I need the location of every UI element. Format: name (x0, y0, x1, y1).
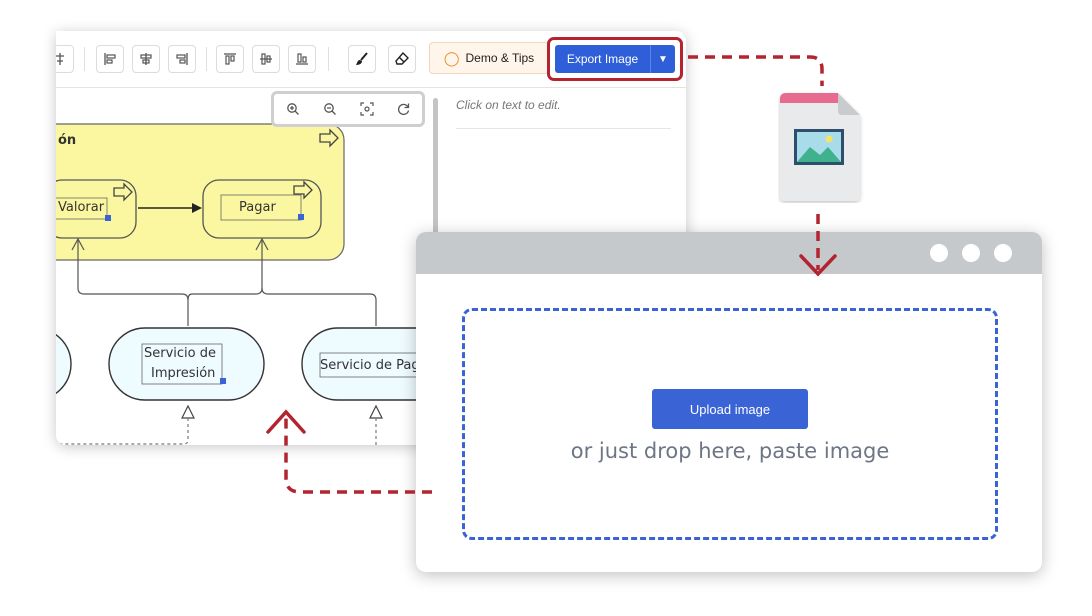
diagram-drawing (56, 123, 432, 445)
process-valorar-label[interactable]: Valorar (58, 200, 105, 215)
zoom-out-button[interactable] (316, 97, 344, 121)
zoom-in-button[interactable] (279, 97, 307, 121)
reset-zoom-button[interactable] (390, 97, 418, 121)
fit-screen-button[interactable] (353, 97, 381, 121)
upload-browser-window: Upload image or just drop here, paste im… (416, 232, 1042, 572)
process-arrow-icon (293, 180, 313, 200)
panel-divider (456, 128, 671, 129)
service-impresion-label-1[interactable]: Servicio de (144, 346, 216, 361)
bulb-icon: ◯ (443, 50, 460, 66)
service-impresion-label-2[interactable]: Impresión (151, 366, 216, 381)
align-tool-button[interactable] (56, 45, 74, 73)
drop-hint-text: or just drop here, paste image (570, 439, 890, 463)
scroll-thumb[interactable] (433, 98, 438, 248)
window-dot-3 (994, 244, 1012, 262)
align-right-icon (176, 53, 188, 65)
process-pagar-label[interactable]: Pagar (239, 200, 276, 215)
zoom-out-icon (323, 103, 336, 115)
align-center-icon (140, 53, 152, 65)
brush-icon (356, 52, 368, 65)
service-pago-shape (301, 327, 432, 401)
browser-titlebar (416, 232, 1042, 274)
image-drop-zone[interactable]: Upload image or just drop here, paste im… (462, 308, 998, 540)
align-middle-button[interactable] (252, 45, 280, 73)
edit-hint: Click on text to edit. (456, 98, 561, 112)
export-image-label: Export Image (566, 52, 639, 66)
window-dot-2 (962, 244, 980, 262)
eraser-icon (395, 51, 409, 65)
align-center-button[interactable] (132, 45, 160, 73)
caret-down-icon[interactable]: ▼ (658, 53, 668, 65)
export-highlight: Export Image ▼ (547, 37, 683, 81)
diagram-editor: ◯ Demo & Tips Export Image ▼ (56, 31, 686, 445)
upload-image-button[interactable]: Upload image (652, 389, 808, 429)
align-middle-icon (260, 53, 272, 65)
window-dot-1 (930, 244, 948, 262)
demo-tips-button[interactable]: ◯ Demo & Tips (429, 42, 549, 74)
service-pago-label[interactable]: Servicio de Pag (320, 358, 420, 373)
eraser-button[interactable] (388, 45, 416, 73)
align-top-icon (224, 53, 236, 65)
align-bottom-button[interactable] (288, 45, 316, 73)
demo-tips-label: Demo & Tips (465, 51, 535, 65)
diagram-canvas[interactable]: ón Valorar Pagar Servicio de Impresión S… (56, 88, 432, 445)
align-right-button[interactable] (168, 45, 196, 73)
brush-button[interactable] (348, 45, 376, 73)
process-valorar-shape (56, 179, 137, 239)
zoom-controls (271, 91, 425, 127)
align-icon (56, 53, 64, 65)
export-image-button[interactable]: Export Image ▼ (555, 45, 675, 73)
container-label[interactable]: ón (58, 133, 77, 148)
align-left-button[interactable] (96, 45, 124, 73)
zoom-in-icon (286, 103, 299, 115)
align-bottom-icon (296, 53, 308, 65)
service-impresion-shape (108, 327, 265, 401)
image-file-icon (780, 93, 860, 201)
container-arrow-icon (319, 128, 339, 148)
process-arrow-icon (113, 182, 133, 202)
reset-zoom-icon (397, 103, 409, 116)
editor-toolbar: ◯ Demo & Tips Export Image ▼ (56, 31, 686, 88)
fit-screen-icon (359, 102, 374, 116)
align-top-button[interactable] (216, 45, 244, 73)
align-left-icon (104, 53, 116, 65)
